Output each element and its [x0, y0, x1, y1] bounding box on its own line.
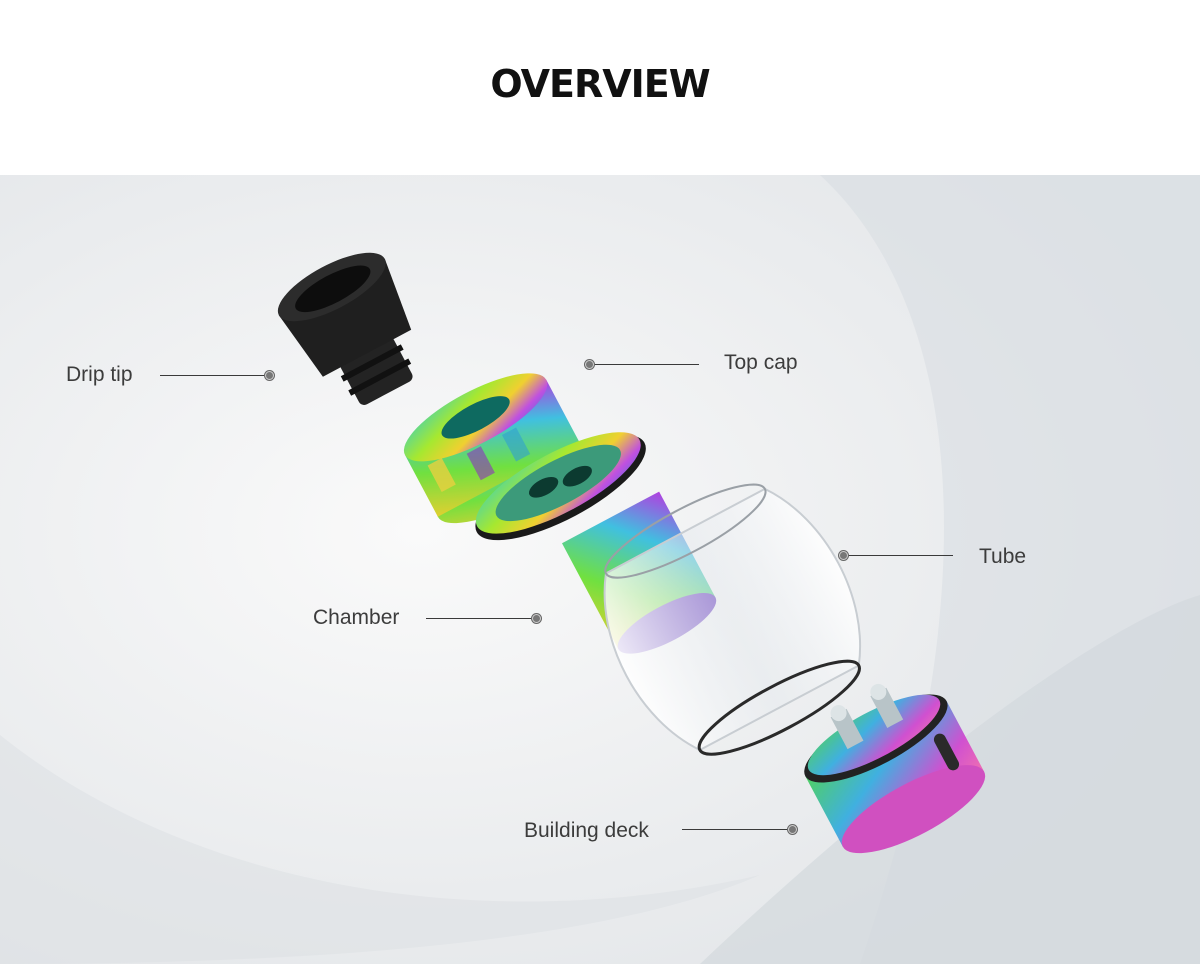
- leader-tube: [845, 555, 953, 556]
- leader-chamber: [426, 618, 534, 619]
- tube-part: [603, 483, 861, 756]
- drip-tip-part: [277, 252, 413, 405]
- pointer-dot-building-deck: [788, 825, 797, 834]
- page-title: OVERVIEW: [490, 62, 710, 106]
- leader-top-cap: [591, 364, 699, 365]
- label-top-cap: Top cap: [724, 351, 798, 374]
- label-chamber: Chamber: [313, 606, 400, 629]
- pointer-dot-drip-tip: [265, 371, 274, 380]
- background-swooshes: [0, 175, 1200, 964]
- label-tube: Tube: [979, 545, 1027, 568]
- label-building-deck: Building deck: [524, 819, 649, 842]
- label-drip-tip: Drip tip: [66, 363, 133, 386]
- pointer-dot-chamber: [532, 614, 541, 623]
- diagram-stage: Drip tip Top cap Tube Chamber Building d…: [0, 175, 1200, 964]
- pointer-dot-top-cap: [585, 360, 594, 369]
- leader-building-deck: [682, 829, 790, 830]
- pointer-dot-tube: [839, 551, 848, 560]
- building-deck-part: [804, 683, 986, 854]
- header: OVERVIEW: [0, 0, 1200, 175]
- leader-drip-tip: [160, 375, 268, 376]
